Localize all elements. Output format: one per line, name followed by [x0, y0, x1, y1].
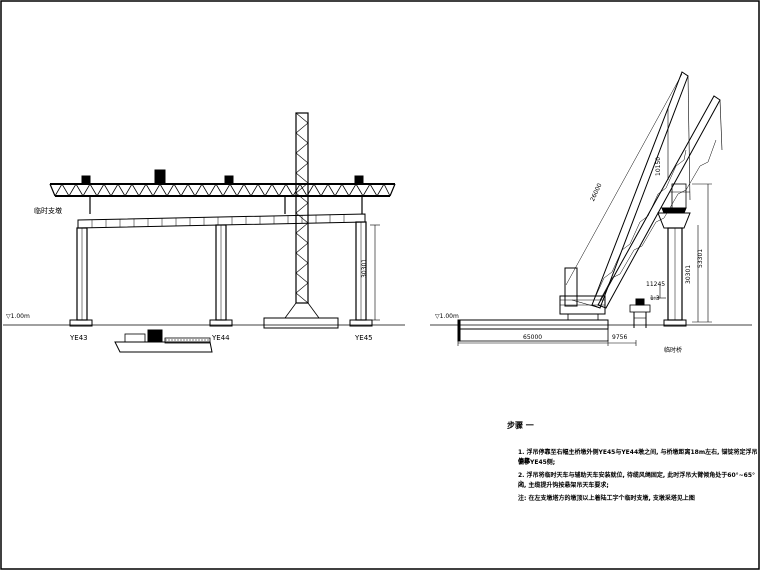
note-line-1: 1. 浮吊停靠至右幅主桥墩外侧YE45与YE44墩之间, 与桥墩距离18m左右,… [518, 449, 758, 465]
dim-right-pier-height: 30301 [685, 264, 692, 284]
note-line-2b: 间, 主缆提升钩按悬架吊天车要求; [518, 482, 609, 489]
lattice-tower [263, 112, 339, 329]
dim-pier-height-left: 30301 [361, 258, 368, 278]
note-line-3: 注: 在左支墩塔方的墩顶以上着陆工字个临时支墩, 支墩采塔见上图 [518, 495, 695, 502]
right-pier [657, 183, 691, 327]
crane-house [559, 267, 606, 321]
label-pier-right: 临时桥 [664, 347, 683, 354]
pier-ye44 [209, 224, 233, 327]
floating-crane-barge [457, 319, 609, 342]
crane-booms [565, 71, 723, 309]
small-trestle [629, 298, 651, 328]
label-pier-ye43: YE43 [70, 334, 88, 342]
pier-ye45 [349, 221, 380, 327]
note-line-1b: 偏移YE45侧; [518, 459, 556, 466]
dimension-lines [457, 183, 712, 346]
dim-angle: 1:3 [650, 295, 660, 302]
label-elev-right: ▽1.00m [435, 313, 459, 320]
dim-barge-length: 65000 [523, 334, 543, 341]
step-title: 步骤 一 [507, 421, 534, 430]
pier-ye43 [69, 227, 93, 327]
gantry-truss [49, 169, 396, 214]
dim-small: 11245 [646, 281, 666, 288]
label-pier-ye45: YE45 [355, 334, 373, 342]
dim-right-pier-total: 53301 [697, 248, 704, 268]
dim-boom-tip: 10150 [655, 156, 662, 176]
dim-barge-gap: 9756 [612, 334, 628, 341]
supply-barge [114, 329, 213, 353]
label-elev-left: ▽1.00m [6, 313, 30, 320]
note-line-2: 2. 浮吊将临时天车与辅助天车安装就位, 待缆风绳固定, 此时浮吊大臂倾角处于6… [518, 472, 756, 488]
girder [77, 213, 366, 229]
label-temp-support: 临时支墩 [34, 207, 62, 215]
label-pier-ye44: YE44 [212, 334, 230, 342]
